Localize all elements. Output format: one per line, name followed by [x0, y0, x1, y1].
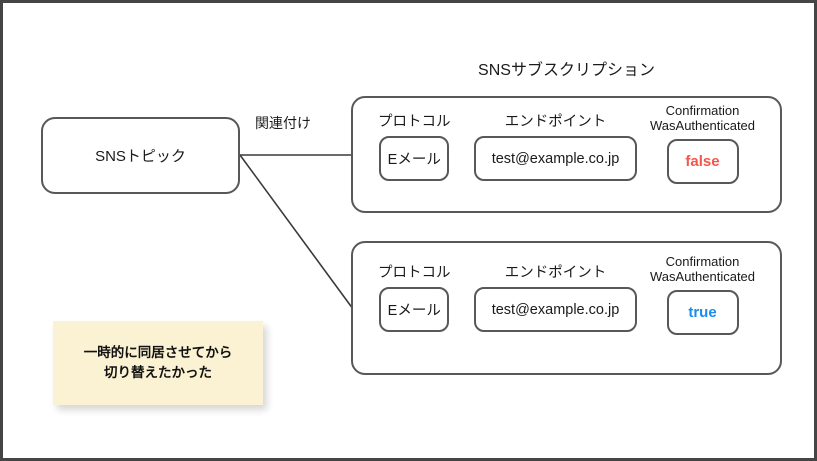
- field-label-protocol-2: プロトコル: [378, 265, 451, 281]
- sns-topic-node[interactable]: SNSトピック: [41, 117, 240, 194]
- value-protocol-2[interactable]: Eメール: [379, 287, 450, 333]
- field-label-confirmation-2: Confirmation WasAuthenticated: [650, 254, 756, 284]
- value-endpoint-2[interactable]: test@example.co.jp: [474, 287, 637, 333]
- field-label-confirmation-1: Confirmation WasAuthenticated: [650, 103, 756, 133]
- sticky-note: 一時的に同居させてから 切り替えたかった: [53, 321, 263, 405]
- field-endpoint-1: エンドポイント test@example.co.jp: [474, 114, 637, 182]
- field-confirmation-1: Confirmation WasAuthenticated false: [650, 103, 756, 185]
- sns-subscription-box-1[interactable]: プロトコル Eメール エンドポイント test@example.co.jp Co…: [351, 96, 782, 213]
- value-protocol-1[interactable]: Eメール: [379, 136, 450, 182]
- sns-topic-label: SNSトピック: [95, 148, 186, 165]
- value-confirmation-1[interactable]: false: [666, 139, 739, 185]
- sticky-note-text: 一時的に同居させてから 切り替えたかった: [83, 344, 233, 380]
- connector-topic-to-subscription-2: [239, 154, 354, 310]
- field-label-protocol-1: プロトコル: [378, 114, 451, 130]
- sns-subscription-box-2[interactable]: プロトコル Eメール エンドポイント test@example.co.jp Co…: [351, 241, 782, 375]
- field-protocol-2: プロトコル Eメール: [378, 265, 451, 333]
- edge-label-association: 関連付け: [255, 115, 311, 131]
- field-label-endpoint-2: エンドポイント: [504, 265, 607, 281]
- value-endpoint-1[interactable]: test@example.co.jp: [474, 136, 637, 182]
- field-endpoint-2: エンドポイント test@example.co.jp: [474, 265, 637, 333]
- field-protocol-1: プロトコル Eメール: [378, 114, 451, 182]
- diagram-title: SNSサブスクリプション: [478, 62, 655, 79]
- field-confirmation-2: Confirmation WasAuthenticated true: [650, 254, 756, 336]
- value-confirmation-2[interactable]: true: [666, 290, 739, 336]
- field-label-endpoint-1: エンドポイント: [504, 114, 607, 130]
